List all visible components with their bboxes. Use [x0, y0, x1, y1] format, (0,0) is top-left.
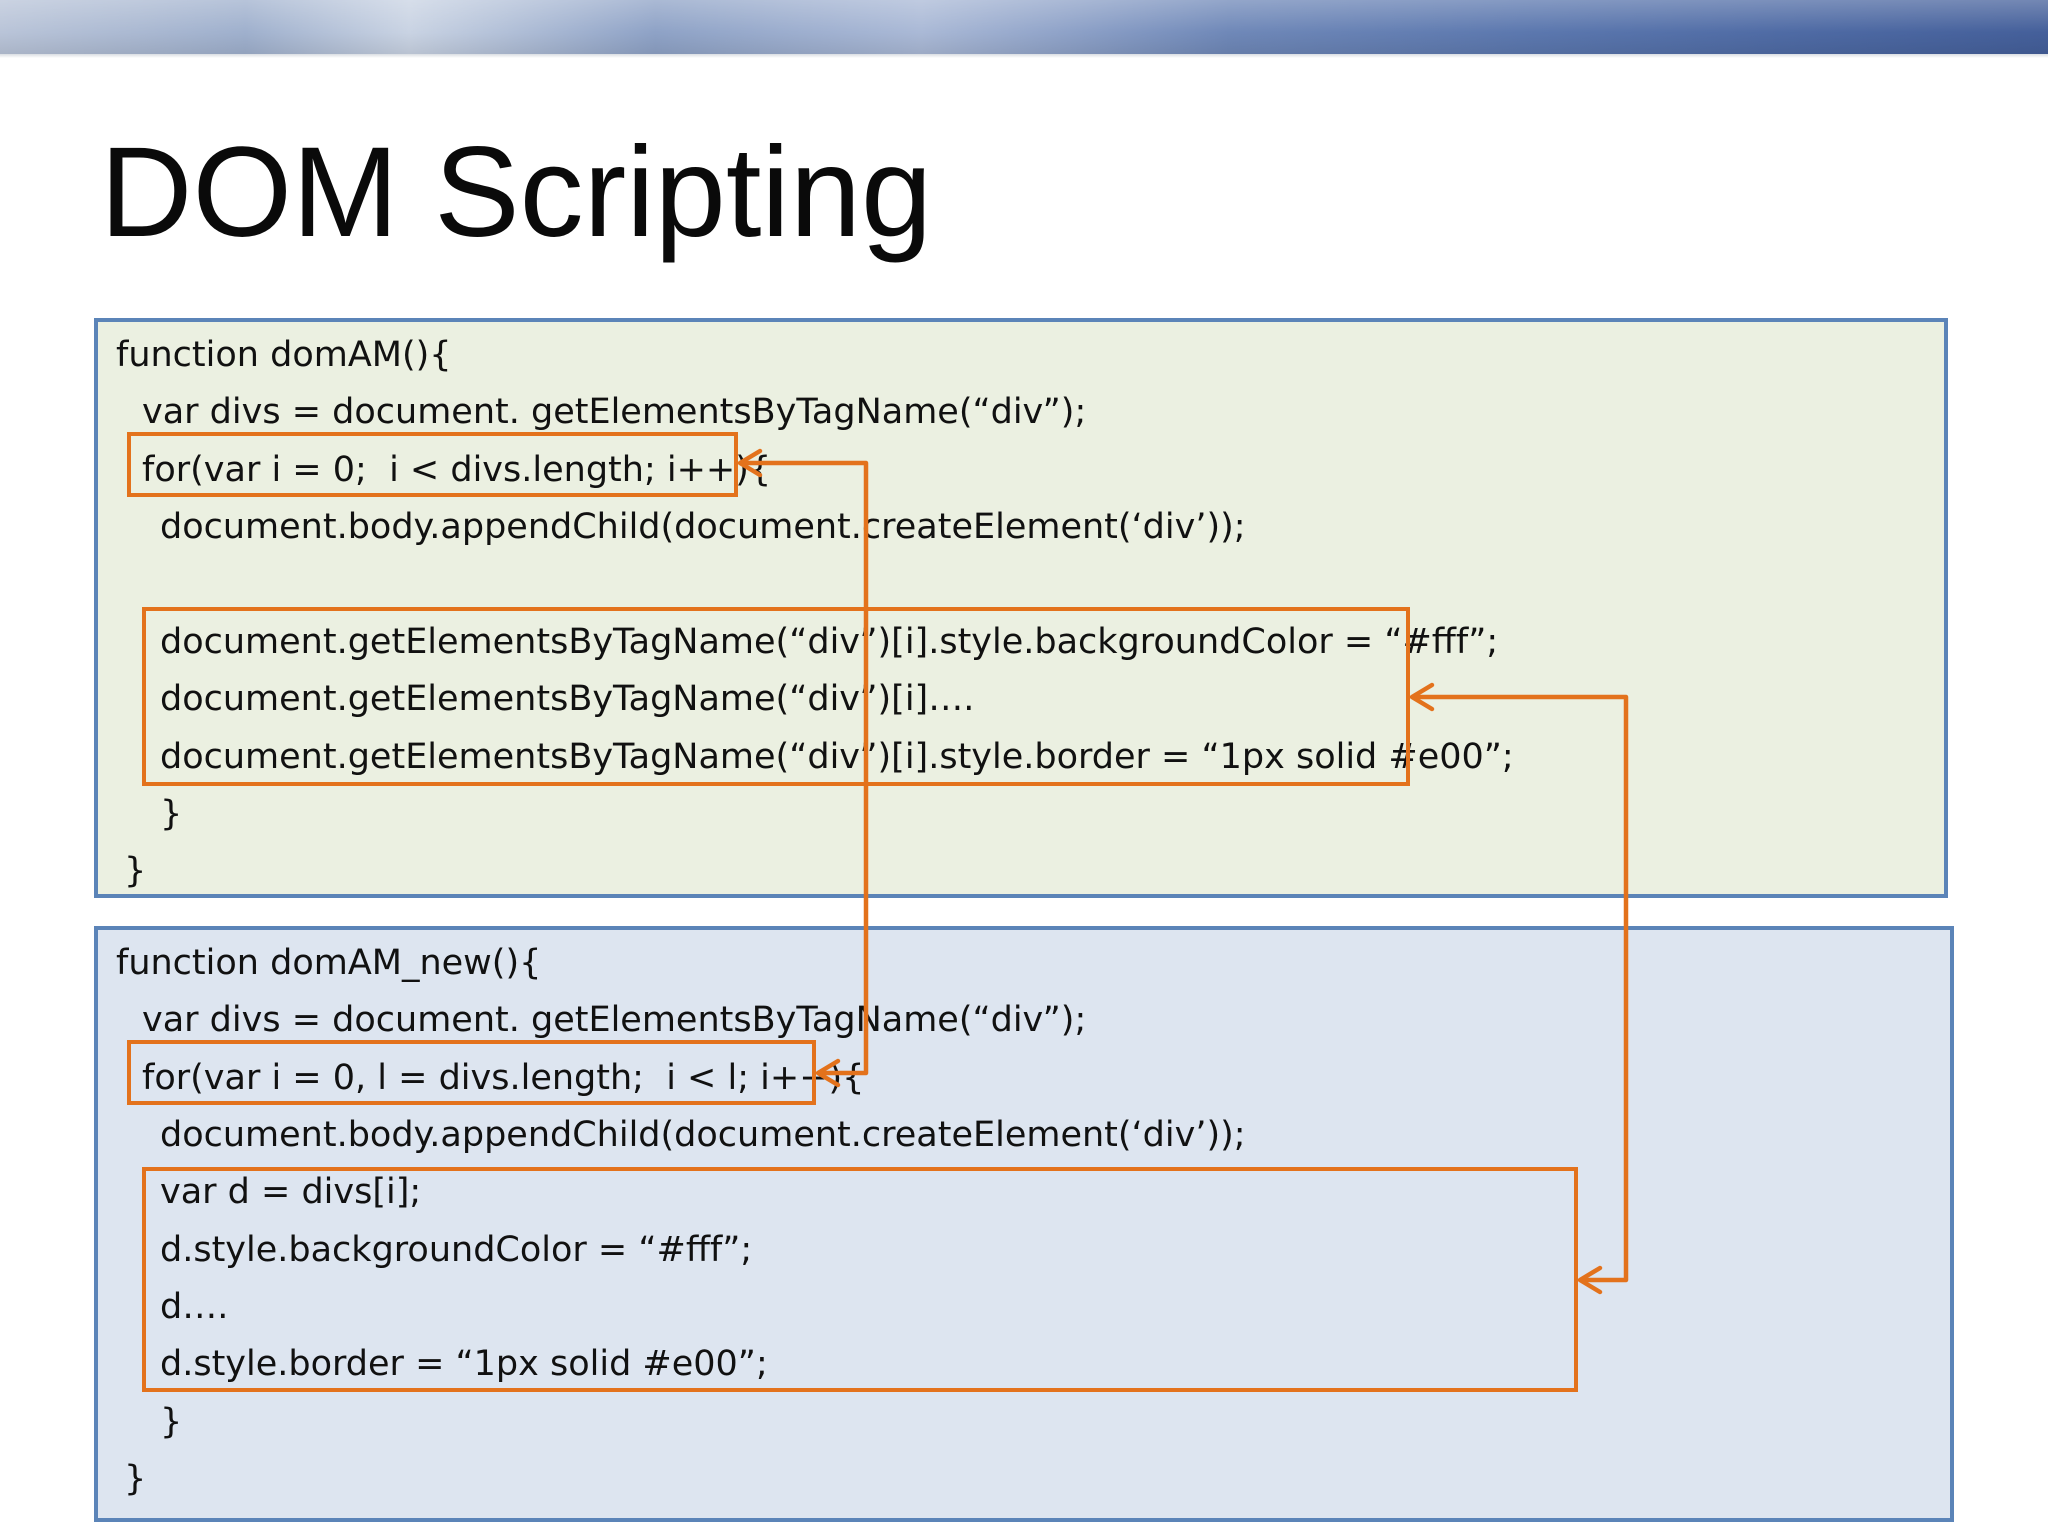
banner-divider [0, 54, 2048, 58]
code-panel-optimized [94, 926, 1954, 1522]
new-code-line-10: } [124, 1459, 147, 1499]
new-code-line-6: d.style.backgroundColor = “#fff”; [160, 1230, 753, 1270]
highlight-old-style-block [142, 607, 1410, 786]
old-code-line-2: var divs = document. getElementsByTagNam… [142, 392, 1087, 432]
old-code-line-1: function domAM(){ [116, 335, 452, 375]
old-code-line-6: document.getElementsByTagName(“div”)[i]…… [160, 679, 975, 719]
style-block-connector-line [1411, 694, 1629, 1283]
old-code-line-3: for(var i = 0; i < divs.length; i++){ [142, 450, 772, 490]
style-block-arrowhead-top [1409, 682, 1435, 712]
highlight-new-for-loop [127, 1040, 816, 1105]
highlight-new-style-block [142, 1167, 1578, 1392]
old-code-line-5: document.getElementsByTagName(“div”)[i].… [160, 622, 1499, 662]
for-loop-arrowhead-bottom [815, 1058, 841, 1088]
style-block-arrowhead-bottom [1577, 1265, 1603, 1295]
new-code-line-8: d.style.border = “1px solid #e00”; [160, 1344, 768, 1384]
for-loop-connector-line [739, 460, 869, 1076]
new-code-line-2: var divs = document. getElementsByTagNam… [142, 1000, 1087, 1040]
old-code-line-4: document.body.appendChild(document.creat… [160, 507, 1246, 547]
old-code-line-7: document.getElementsByTagName(“div”)[i].… [160, 737, 1514, 777]
slide-header-banner [0, 0, 2048, 54]
new-code-line-4: document.body.appendChild(document.creat… [160, 1115, 1246, 1155]
new-code-line-5: var d = divs[i]; [160, 1172, 422, 1212]
highlight-old-for-loop [127, 432, 738, 497]
new-code-line-9: } [160, 1402, 183, 1442]
old-code-line-9: } [124, 851, 147, 891]
new-code-line-7: d…. [160, 1287, 229, 1327]
new-code-line-1: function domAM_new(){ [116, 943, 542, 983]
for-loop-arrowhead-top [737, 448, 763, 478]
slide-title: DOM Scripting [100, 121, 933, 264]
old-code-line-8: } [160, 794, 183, 834]
